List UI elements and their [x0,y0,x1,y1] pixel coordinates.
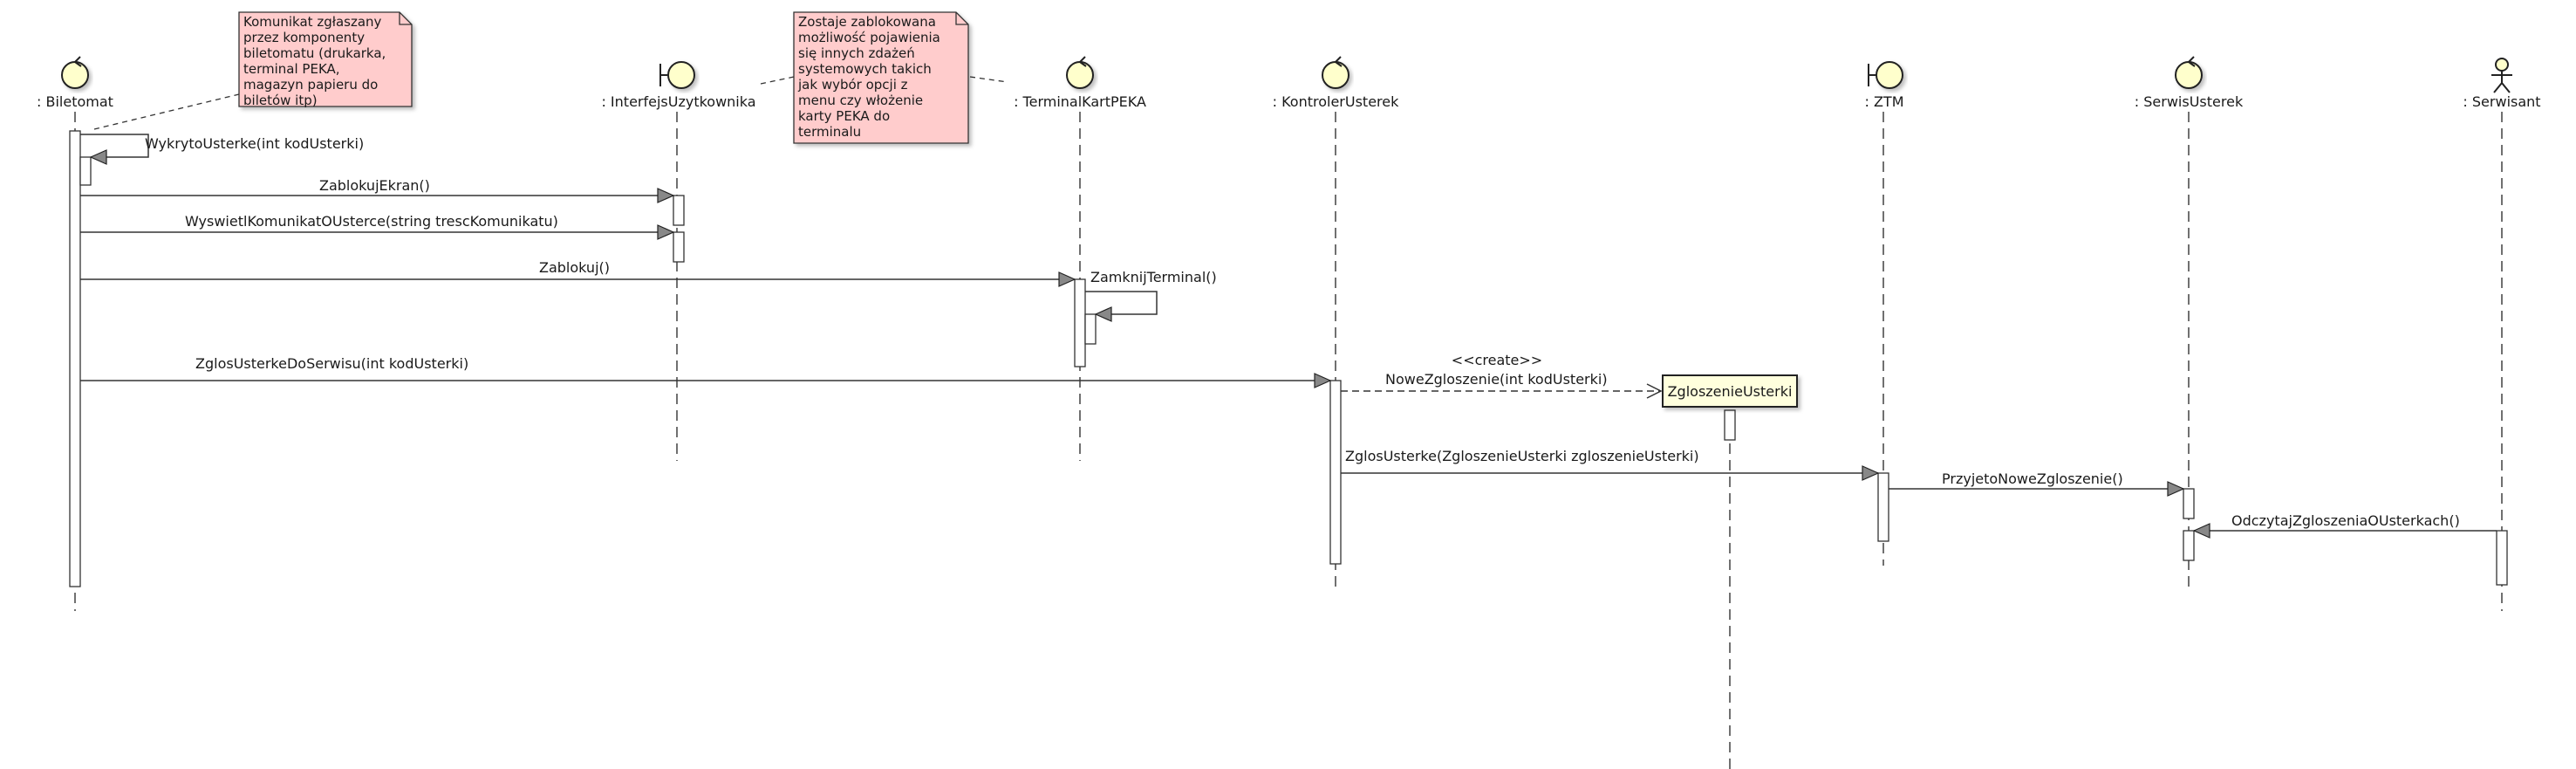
control-icon [2175,56,2203,89]
note-2-line: Zostaje zablokowana [798,14,936,30]
activation-bar [1724,409,1736,441]
message-self-arrow [1085,291,1158,315]
participant-label-serwisant: : Serwisant [2463,93,2540,110]
message-label: WykrytoUsterke(int kodUsterki) [145,135,364,152]
create-arrowhead [1646,383,1663,399]
participant-labels: : Biletomat : InterfejsUzytkownika : Ter… [37,93,2541,110]
message-label: PrzyjetoNoweZgloszenie() [1942,470,2123,487]
activation-bar [1877,472,1889,542]
note-1-line: przez komponenty [243,30,365,45]
created-object: ZgloszenieUsterki [1662,374,1798,408]
message-label: ZglosUsterkeDoSerwisu(int kodUsterki) [195,355,468,372]
activation-bar [2183,488,2195,519]
arrowhead [2192,523,2210,539]
note-2-line: jak wybór opcji z [797,77,908,93]
note-2: Zostaje zablokowana możliwość pojawienia… [793,11,969,144]
activation-bar [673,231,685,263]
note-2-line: karty PEKA do [798,108,890,124]
note-connector [93,93,240,130]
message-label: WyswietlKomunikatOUsterce(string trescKo… [185,213,558,230]
note-2-line: możliwość pojawienia [798,30,940,45]
note-1-line: terminal PEKA, [243,61,340,77]
note-2-line: się innych zdażeń [798,45,915,61]
note-2-line: systemowych takich [798,61,932,77]
control-icon [1066,56,1094,89]
message-labels: WykrytoUsterke(int kodUsterki) ZablokujE… [145,135,2460,529]
arrowhead [2167,481,2185,497]
note-2-line: menu czy włożenie [798,93,923,108]
created-object-label: ZgloszenieUsterki [1668,383,1793,400]
arrowhead [1094,306,1112,322]
message-label: ZglosUsterke(ZgloszenieUsterki zgloszeni… [1345,448,1699,464]
activation-bar [69,130,81,587]
lifelines [74,112,2503,769]
message-label: ZamknijTerminal() [1090,269,1217,285]
note-connector [969,76,1008,83]
message-lines [80,134,2497,532]
note-2-text: Zostaje zablokowana możliwość pojawienia… [797,14,945,140]
arrowhead [657,188,675,203]
arrowhead [1058,271,1076,287]
activation-bar [1074,278,1086,367]
message-label: Zablokuj() [539,259,610,276]
participant-label-serwis: : SerwisUsterek [2135,93,2244,110]
arrowheads [89,149,2210,539]
note-connector [760,76,795,85]
created-object-box [1662,374,1798,408]
control-icon [61,56,89,89]
activation-bar [1084,313,1097,345]
activation-bar [2496,530,2508,586]
note-1-line: biletomatu (drukarka, [243,45,386,61]
message-label: NoweZgloszenie(int kodUsterki) [1385,371,1608,388]
note-1-line: magazyn papieru do [243,77,378,93]
arrowhead [89,149,107,165]
note-1-line: Komunikat zgłaszany [243,14,382,30]
participant-icons [61,56,2512,93]
note-connectors [93,76,1008,130]
activation-bar [2183,530,2195,561]
actor-icon [2491,58,2512,93]
arrowhead [1862,465,1880,481]
participant-label-interfejs: : InterfejsUzytkownika [601,93,755,110]
activation-bar [1329,380,1342,565]
message-stereotype: <<create>> [1452,352,1542,368]
boundary-icon [659,61,695,89]
activation-bar [673,195,685,226]
message-label: OdczytajZgloszeniaOUsterkach() [2231,512,2460,529]
participant-label-terminal: : TerminalKartPEKA [1014,93,1146,110]
participant-label-biletomat: : Biletomat [37,93,113,110]
participant-label-ztm: : ZTM [1864,93,1903,110]
activation-bar [79,156,92,186]
note-1-text: Komunikat zgłaszany przez komponenty bil… [243,14,390,108]
message-label: ZablokujEkran() [319,177,430,194]
note-1: Komunikat zgłaszany przez komponenty bil… [238,11,413,108]
activations [69,130,2508,587]
participant-label-kontroler: : KontrolerUsterek [1273,93,1399,110]
arrowhead [657,224,675,240]
arrowhead [1314,373,1332,388]
control-icon [1322,56,1349,89]
note-1-line: biletów itp) [243,93,318,108]
note-2-line: terminalu [798,124,861,140]
boundary-icon [1868,61,1903,89]
message-self-arrow [80,134,149,158]
